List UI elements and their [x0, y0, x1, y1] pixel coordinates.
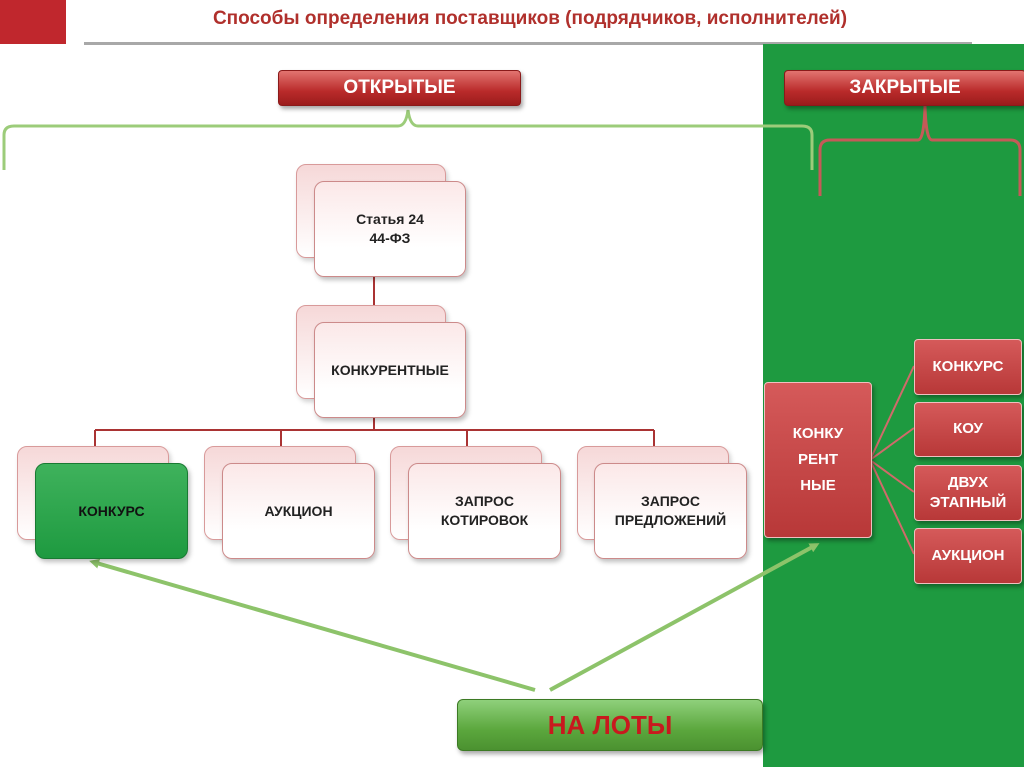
- closed-competitive-text: КОНКУ РЕНТ НЫЕ: [792, 424, 844, 495]
- closed-auction-box: АУКЦИОН: [914, 528, 1022, 584]
- slide-title: Способы определения поставщиков (подрядч…: [212, 8, 848, 29]
- title-accent-bar: [0, 0, 66, 44]
- closed-bracket: [818, 105, 1022, 196]
- arrow-to-konkurs: [89, 558, 536, 692]
- closed-kou-text: КОУ: [953, 420, 983, 438]
- auction-card: АУКЦИОН: [222, 463, 375, 559]
- closed-konkurs-box: КОНКУРС: [914, 339, 1022, 395]
- title-underline: [84, 42, 972, 45]
- closed-kou-box: КОУ: [914, 402, 1022, 457]
- root-card-text: Статья 24 44-ФЗ: [356, 211, 424, 246]
- quotation-card-text: ЗАПРОС КОТИРОВОК: [440, 493, 529, 528]
- root-card: Статья 24 44-ФЗ: [314, 181, 466, 277]
- tree-connectors: [94, 274, 655, 446]
- quotation-card: ЗАПРОС КОТИРОВОК: [408, 463, 561, 559]
- closed-competitive-box: КОНКУ РЕНТ НЫЕ: [764, 382, 872, 538]
- open-methods-label: ОТКРЫТЫЕ: [278, 70, 521, 106]
- konkurs-card: КОНКУРС: [35, 463, 188, 559]
- konkurs-card-text: КОНКУРС: [78, 502, 145, 519]
- closed-konkurs-text: КОНКУРС: [932, 357, 1004, 375]
- competitive-card-text: КОНКУРЕНТНЫЕ: [331, 361, 449, 378]
- open-bracket: [2, 109, 814, 170]
- arrow-to-closed-konkurentnye: [549, 543, 820, 692]
- closed-two-stage-text: ДВУХ ЭТАПНЫЙ: [929, 473, 1007, 511]
- closed-connectors: [869, 365, 915, 555]
- proposal-card-text: ЗАПРОС ПРЕДЛОЖЕНИЙ: [614, 493, 727, 528]
- lots-box: НА ЛОТЫ: [457, 699, 763, 751]
- closed-methods-label: ЗАКРЫТЫЕ: [784, 70, 1024, 106]
- closed-two-stage-box: ДВУХ ЭТАПНЫЙ: [914, 465, 1022, 521]
- auction-card-text: АУКЦИОН: [264, 502, 333, 519]
- closed-auction-text: АУКЦИОН: [931, 546, 1005, 564]
- competitive-card: КОНКУРЕНТНЫЕ: [314, 322, 466, 418]
- proposal-card: ЗАПРОС ПРЕДЛОЖЕНИЙ: [594, 463, 747, 559]
